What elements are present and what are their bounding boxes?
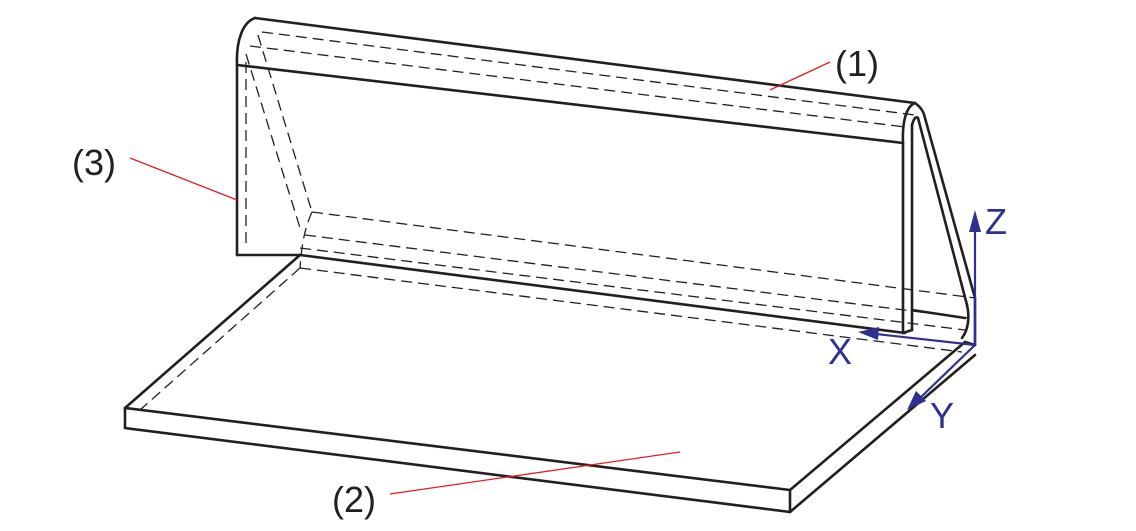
callout-3: (3): [72, 142, 116, 183]
y-axis: [919, 344, 976, 399]
y-arrow-icon: [907, 391, 926, 410]
x-arrow-icon: [858, 327, 879, 340]
z-arrow-icon: [969, 210, 981, 232]
leader-3: [129, 157, 238, 201]
callout-2: (2): [332, 479, 376, 520]
leader-2: [389, 451, 681, 495]
coordinate-axes: Z X Y: [828, 201, 1007, 436]
z-label: Z: [985, 201, 1007, 242]
gusset: [910, 101, 977, 347]
x-label: X: [828, 331, 852, 372]
base-plate: [123, 253, 977, 514]
callout-1: (1): [835, 43, 879, 84]
x-axis: [875, 332, 976, 347]
leader-1: [769, 61, 831, 91]
hidden-lines: [139, 31, 976, 411]
upright-plate: [235, 16, 967, 335]
y-label: Y: [930, 395, 954, 436]
leader-lines: [129, 61, 831, 495]
